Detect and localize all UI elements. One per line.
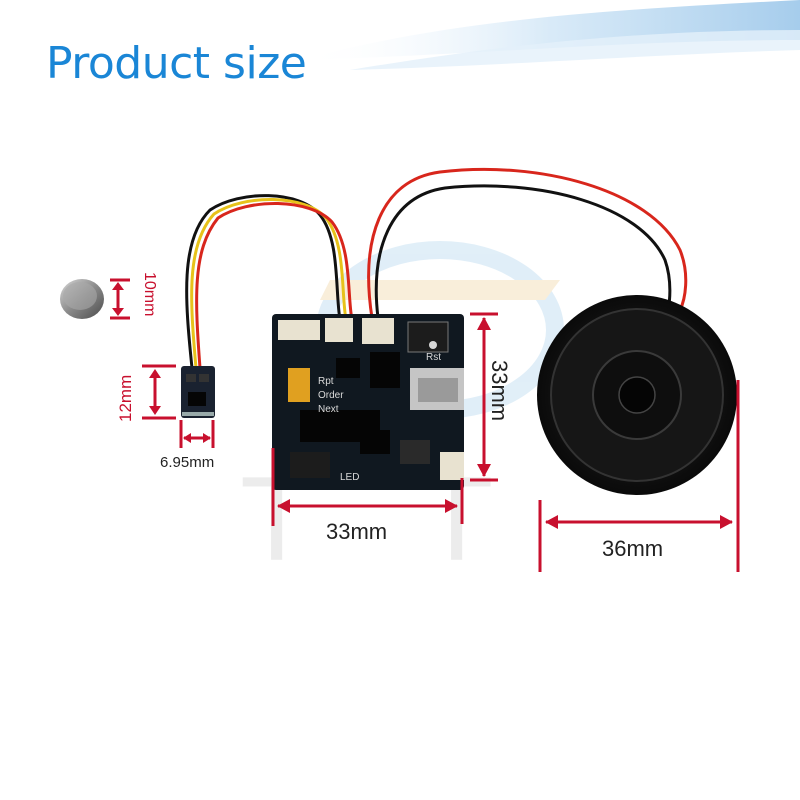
speaker-wires bbox=[367, 167, 688, 319]
pcb-label-next: Next bbox=[318, 404, 339, 415]
board-height-label: 33mm bbox=[487, 360, 512, 422]
coin-battery bbox=[60, 279, 104, 319]
page-title: Product size bbox=[46, 38, 307, 89]
board-width-label: 33mm bbox=[326, 519, 388, 544]
battery-height-label: 10mm bbox=[141, 272, 158, 317]
dimension-lines bbox=[110, 278, 740, 572]
pcb-label-order: Order bbox=[318, 390, 344, 401]
header-swoosh bbox=[300, 0, 800, 70]
sensor-height-label: 12mm bbox=[116, 374, 135, 422]
pcb-board bbox=[272, 314, 464, 490]
sensor-module bbox=[181, 366, 215, 418]
speaker-diameter-label: 36mm bbox=[602, 536, 664, 561]
pcb-label-rst: Rst bbox=[426, 352, 441, 363]
sensor-wires bbox=[185, 194, 354, 369]
sensor-width-label: 6.95mm bbox=[160, 454, 215, 471]
pcb-label-rpt: Rpt bbox=[318, 376, 334, 387]
speaker bbox=[537, 295, 737, 495]
pcb-label-led: LED bbox=[340, 472, 360, 483]
